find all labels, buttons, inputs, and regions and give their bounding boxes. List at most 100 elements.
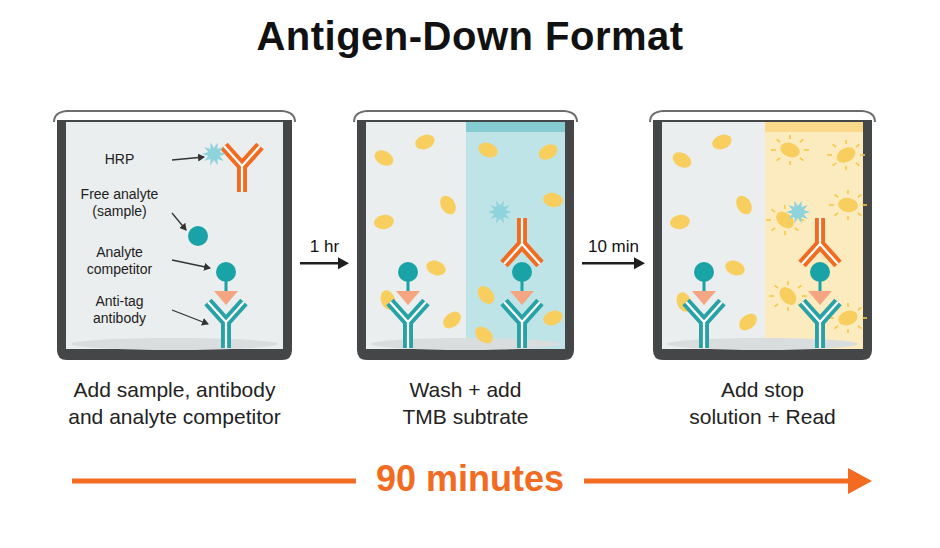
antibody-line [224, 146, 260, 192]
substrate-blob [542, 191, 564, 208]
analyte-circle [810, 262, 830, 282]
well-wall [57, 120, 292, 360]
substrate-blob [736, 310, 760, 334]
glow-ray [856, 144, 860, 147]
antibody-body [504, 218, 540, 264]
antibody-line [504, 218, 540, 264]
well-floor [371, 338, 560, 350]
glow-ray [766, 219, 771, 221]
substrate-blob [836, 308, 860, 328]
glow-ray [858, 194, 862, 197]
substrate-blob [541, 308, 565, 328]
antibody-line [686, 302, 722, 348]
linker [819, 281, 822, 291]
substrate-blob [834, 144, 858, 166]
antibody [504, 302, 540, 348]
well-step: Add sample, antibody and analyte competi… [57, 118, 292, 360]
well-floor [71, 338, 278, 350]
tag-triangle [214, 291, 238, 305]
timeline-bar [72, 479, 356, 484]
glow-ray [833, 144, 837, 147]
hrp-star [488, 201, 512, 224]
linker [703, 281, 706, 291]
antibody-line [504, 302, 540, 348]
timeline-bar [584, 479, 852, 484]
arrow-line [300, 262, 340, 265]
step-caption: Add stop solution + Read [683, 376, 843, 431]
reagent-band [765, 122, 863, 132]
well-step: Wash + add TMB subtrate [357, 118, 574, 360]
glow-ray [777, 158, 781, 161]
duration-label: 90 minutes [370, 458, 570, 500]
antibody [390, 302, 426, 348]
glow-ray [787, 281, 789, 285]
glow-ray [862, 317, 867, 319]
glow-ray [784, 231, 786, 235]
glow-ray [860, 154, 865, 156]
glow-ray [847, 329, 849, 333]
antibody-body [208, 302, 244, 348]
substrate-blob [710, 132, 734, 152]
glow-ray [829, 204, 834, 206]
leader-line [172, 260, 210, 268]
analyte-circle [512, 262, 532, 282]
glow-ray [835, 326, 839, 329]
analyte-circle [216, 262, 236, 282]
substrate-blob [837, 196, 859, 213]
glow-ray [769, 295, 774, 297]
edge-label: 1 hr [307, 237, 342, 257]
tag-triangle [692, 291, 716, 305]
substrate-blob [424, 258, 448, 278]
tag-triangle [396, 291, 420, 305]
glow-ray [772, 209, 776, 212]
part-label: HRP [72, 151, 167, 168]
step-caption: Add sample, antibody and analyte competi… [59, 376, 291, 431]
substrate-blob [776, 284, 800, 308]
edge-label: 10 min [585, 237, 642, 257]
well-floor [667, 338, 858, 350]
well-wall [357, 120, 574, 360]
linker [407, 281, 410, 291]
reagent-band [466, 122, 565, 132]
part-label: Free analyte (sample) [72, 186, 167, 220]
well-interior [66, 122, 283, 349]
analyte-circle [694, 262, 714, 282]
substrate-blob [669, 213, 691, 230]
glow-ray [802, 295, 807, 297]
antibody-body [802, 302, 838, 348]
substrate-blob [440, 308, 464, 332]
antibody-body [224, 146, 260, 192]
substrate-blob [413, 132, 437, 152]
glow-ray [858, 307, 862, 310]
substrate-blob [373, 213, 395, 230]
antibody-body [390, 302, 426, 348]
analyte-circle [398, 262, 418, 282]
leader-line [172, 310, 208, 324]
glow-ray [858, 213, 862, 216]
antibody-line [390, 302, 426, 348]
glow-ray [847, 216, 849, 220]
step-arrow [582, 257, 645, 269]
antibody-body [686, 302, 722, 348]
glow-ray [800, 139, 804, 142]
glow-ray [777, 139, 781, 142]
reagent-fill [466, 122, 565, 349]
antibody-line [208, 302, 244, 348]
hrp-star [202, 143, 226, 166]
linker [521, 281, 524, 291]
diagram-title: Antigen-Down Format [0, 14, 940, 59]
glow-ray [789, 135, 791, 139]
glow-ray [795, 228, 799, 231]
substrate-blob [733, 193, 755, 217]
substrate-blob [670, 149, 694, 171]
substrate-blob [723, 258, 747, 278]
substrate-blob [372, 147, 396, 169]
antibody-line [802, 302, 838, 348]
glow-ray [775, 285, 779, 288]
linker [225, 281, 228, 291]
tag-triangle [510, 291, 534, 305]
glow-ray [804, 149, 809, 151]
glow-ray [862, 204, 867, 206]
free-analyte [188, 226, 208, 246]
substrate-blob [778, 140, 802, 160]
